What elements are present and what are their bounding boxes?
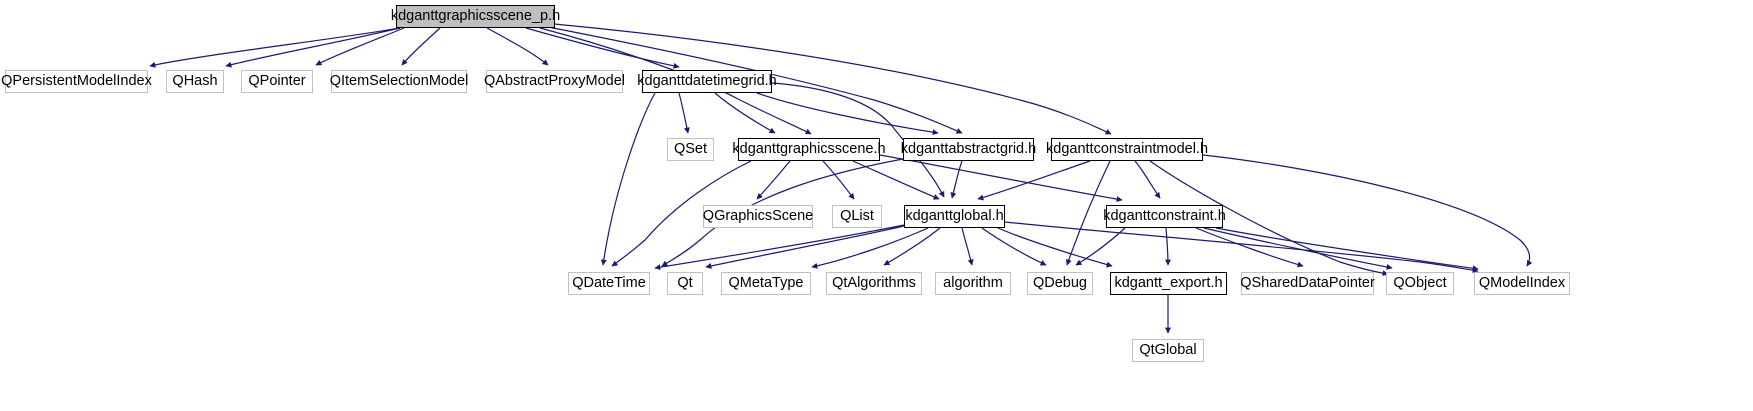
graph-node-algorithm[interactable]: algorithm [935, 272, 1011, 295]
graph-edge-kdganttdatetimegrid-to-kdganttglobal [771, 82, 945, 198]
graph-edge-root-to-qitemselectionmodel [401, 27, 441, 66]
graph-node-qshareddatapointer[interactable]: QSharedDataPointer [1240, 272, 1375, 295]
graph-node-label: kdganttdatetimegrid.h [637, 73, 777, 90]
graph-node-qlist[interactable]: QList [832, 205, 882, 228]
graph-node-qt[interactable]: Qt [667, 272, 703, 295]
graph-node-label: QDateTime [572, 275, 646, 292]
graph-edge-kdganttconstraintmodel-to-kdganttglobal [977, 160, 1091, 201]
graph-edge-kdganttgraphicsscene-to-qdatetime [611, 160, 752, 267]
graph-node-qitemselectionmodel[interactable]: QItemSelectionModel [329, 70, 469, 93]
graph-edge-root-to-kdganttdatetimegrid [525, 27, 680, 69]
graph-edge-kdganttconstraint-to-qshareddatapointer [1195, 227, 1304, 268]
graph-node-label: QPointer [248, 73, 306, 90]
graph-node-qobject[interactable]: QObject [1386, 272, 1454, 295]
graph-node-label: kdganttconstraintmodel.h [1046, 141, 1209, 158]
graph-node-qdatetime[interactable]: QDateTime [568, 272, 650, 295]
graph-node-label: QDebug [1032, 275, 1087, 292]
graph-node-label: kdganttconstraint.h [1103, 208, 1226, 225]
graph-node-qtalgorithms[interactable]: QtAlgorithms [826, 272, 922, 295]
graph-edge-kdganttabstractgrid-to-kdganttglobal [950, 160, 963, 199]
graph-edge-kdganttconstraint-to-qdebug [1075, 227, 1126, 266]
graph-edge-kdganttdatetimegrid-to-qdatetime [600, 92, 656, 266]
graph-node-label: algorithm [943, 275, 1003, 292]
graph-edge-kdganttglobal-to-kdgantt_export [997, 227, 1113, 268]
graph-node-kdganttgraphicsscene[interactable]: kdganttgraphicsscene.h [732, 138, 886, 161]
graph-edge-kdganttconstraint-to-qmodelindex [1215, 227, 1479, 272]
graph-node-root: kdganttgraphicsscene_p.h [391, 5, 560, 28]
graph-node-label: kdgantt_export.h [1114, 275, 1223, 292]
graph-edge-root-to-kdganttabstractgrid [547, 26, 963, 134]
graph-edge-root-to-qhash [225, 27, 401, 68]
graph-node-label: QtGlobal [1139, 342, 1197, 359]
graph-node-kdganttdatetimegrid[interactable]: kdganttdatetimegrid.h [637, 70, 777, 93]
graph-node-label: Qt [677, 275, 693, 292]
graph-edge-kdganttdatetimegrid-to-qset [678, 92, 690, 134]
graph-edge-kdganttglobal-to-algorithm [961, 227, 974, 266]
graph-edge-kdganttglobal-to-qmetatype [811, 227, 929, 269]
graph-node-label: QObject [1393, 275, 1447, 292]
graph-edge-kdganttglobal-to-qdebug [981, 227, 1047, 266]
graph-edge-kdganttconstraintmodel-to-kdganttconstraint [1134, 160, 1161, 199]
graph-node-kdgantt_export[interactable]: kdgantt_export.h [1110, 272, 1227, 295]
graph-node-qmetatype[interactable]: QMetaType [721, 272, 811, 295]
graph-edge-kdganttglobal-to-qtalgorithms [883, 227, 941, 266]
graph-node-qgraphicsscene[interactable]: QGraphicsScene [703, 205, 813, 228]
graph-edge-kdganttdatetimegrid-to-kdganttabstractgrid [756, 92, 939, 136]
graph-edge-kdganttconstraint-to-qobject [1203, 227, 1393, 270]
graph-node-label: QGraphicsScene [702, 208, 814, 225]
graph-node-label: QtAlgorithms [832, 275, 916, 292]
graph-edge-kdganttdatetimegrid-to-kdganttgraphicsscene [714, 92, 776, 134]
graph-edge-kdganttglobal-to-qt [705, 225, 905, 269]
graph-edge-kdganttgraphicsscene-to-kdganttconstraint [879, 154, 1123, 203]
graph-edge-kdganttglobal-to-qdatetime [654, 224, 905, 271]
graph-node-qhash[interactable]: QHash [166, 70, 224, 93]
graph-node-label: QSet [673, 141, 708, 158]
graph-edge-root-to-qpersistentmodelindex [149, 27, 401, 68]
graph-edge-kdganttconstraintmodel-to-qdebug [1065, 160, 1111, 266]
graph-node-qmodelindex[interactable]: QModelIndex [1474, 272, 1570, 295]
graph-edge-kdganttgraphicsscene-to-kdganttglobal [852, 160, 940, 200]
graph-edge-kdganttgraphicsscene-to-qgraphicsscene [756, 160, 791, 200]
graph-node-label: kdganttgraphicsscene.h [732, 141, 886, 158]
graph-edge-kdganttglobal-to-qmodelindex [1004, 221, 1479, 274]
graph-node-qabstractproxymodel[interactable]: QAbstractProxyModel [483, 70, 626, 93]
graph-node-kdganttabstractgrid[interactable]: kdganttabstractgrid.h [900, 138, 1037, 161]
graph-node-qdebug[interactable]: QDebug [1027, 272, 1093, 295]
graph-edge-kdganttgraphicsscene-to-qlist [822, 160, 855, 200]
graph-node-qpersistentmodelindex[interactable]: QPersistentModelIndex [1, 70, 152, 93]
graph-node-label: kdganttabstractgrid.h [900, 141, 1037, 158]
graph-node-kdganttconstraintmodel[interactable]: kdganttconstraintmodel.h [1046, 138, 1208, 161]
graph-node-qset[interactable]: QSet [667, 138, 714, 161]
graph-edge-root-to-qpointer [315, 27, 405, 66]
graph-node-label: QAbstractProxyModel [483, 73, 626, 90]
graph-node-qpointer[interactable]: QPointer [241, 70, 313, 93]
graph-node-label: QPersistentModelIndex [1, 73, 152, 90]
graph-node-label: QModelIndex [1478, 275, 1566, 292]
graph-edge-kdganttconstraint-to-kdgantt_export [1164, 227, 1171, 266]
graph-node-qtglobal[interactable]: QtGlobal [1132, 339, 1204, 362]
graph-edge-root-to-qabstractproxymodel [486, 27, 549, 66]
graph-edge-root-to-kdganttconstraintmodel [553, 23, 1112, 135]
graph-node-label: QHash [172, 73, 218, 90]
graph-node-label: QItemSelectionModel [329, 73, 469, 90]
graph-node-label: QSharedDataPointer [1240, 275, 1375, 292]
graph-edge-kdganttconstraintmodel-to-qobject [1149, 160, 1389, 277]
graph-node-label: kdganttgraphicsscene_p.h [390, 8, 561, 25]
graph-node-kdganttglobal[interactable]: kdganttglobal.h [904, 205, 1005, 228]
graph-node-label: QList [840, 208, 874, 225]
graph-node-label: QMetaType [728, 275, 804, 292]
graph-node-kdganttconstraint[interactable]: kdganttconstraint.h [1103, 205, 1226, 228]
graph-node-label: kdganttglobal.h [905, 208, 1004, 225]
graph-edge-kdganttconstraintmodel-to-qmodelindex [1202, 154, 1533, 267]
